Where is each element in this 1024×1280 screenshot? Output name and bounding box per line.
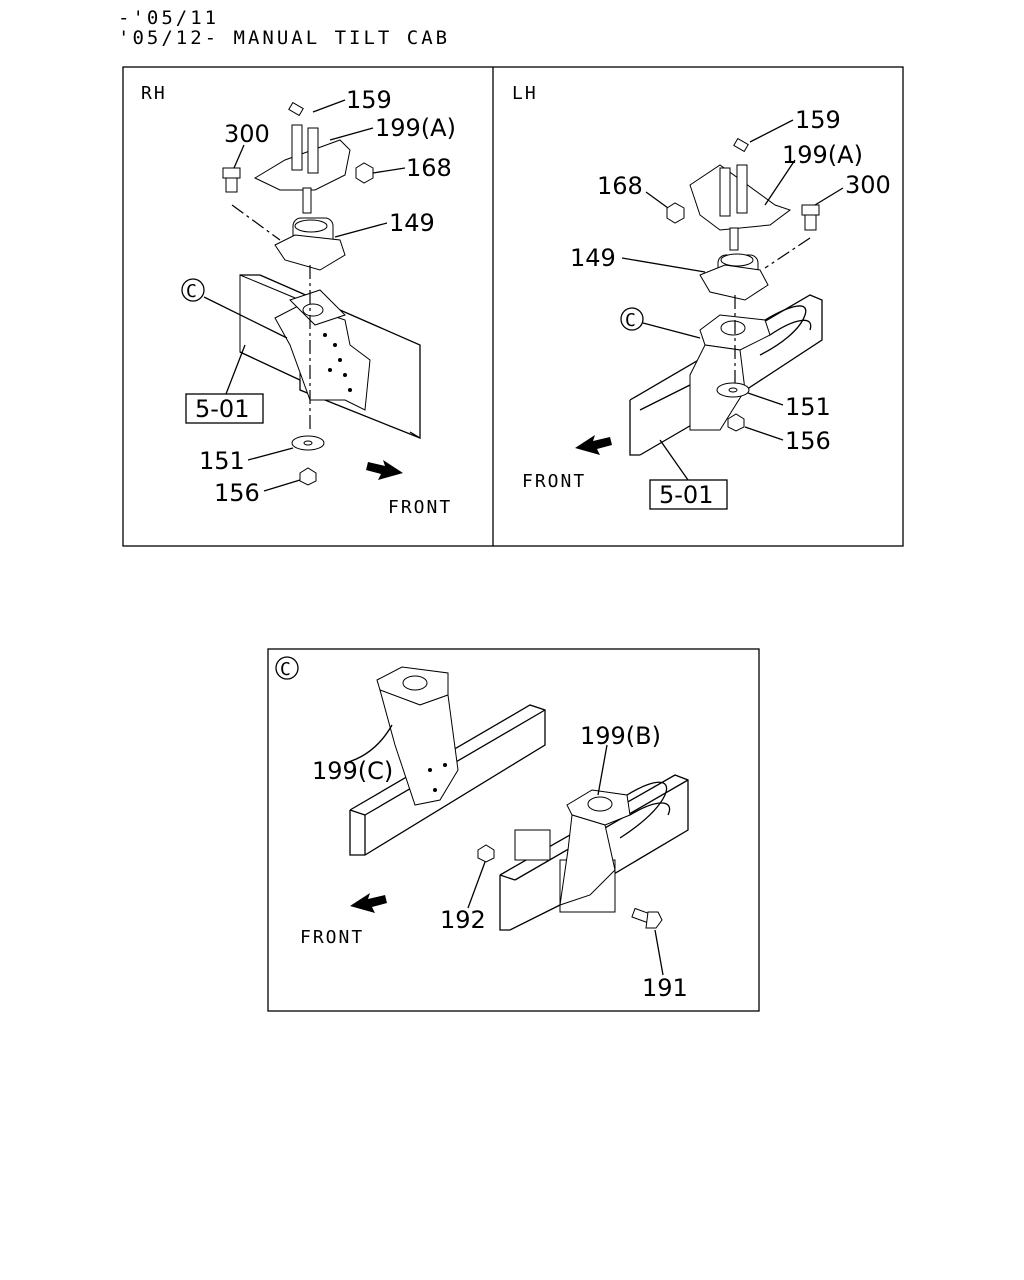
- detail-callout-199c: 199(C): [312, 757, 393, 785]
- rh-callout-168: 168: [406, 154, 452, 182]
- lh-callout-199a: 199(A): [782, 141, 863, 169]
- lh-side-label: LH: [512, 83, 538, 104]
- detail-callout-199b: 199(B): [580, 722, 661, 750]
- rh-callout-156: 156: [214, 479, 260, 507]
- revision-line: -'05/11: [118, 7, 220, 29]
- detail-c-letter: C: [280, 659, 293, 680]
- lh-detail-c-marker: [620, 307, 644, 331]
- lh-callout-300: 300: [845, 171, 891, 199]
- rh-callout-149: 149: [389, 209, 435, 237]
- rh-callout-300: 300: [224, 120, 270, 148]
- rh-ref-box: [185, 393, 264, 424]
- detail-front-arrow-icon: [350, 893, 387, 913]
- rh-detail-c-marker: [181, 278, 205, 302]
- lh-callout-149: 149: [570, 244, 616, 272]
- rh-front-arrow-icon: [366, 460, 403, 480]
- detail-frame: [267, 648, 760, 1012]
- rh-front-label: FRONT: [388, 497, 452, 518]
- detail-c-panel: C: [275, 656, 689, 1002]
- lh-callout-156: 156: [785, 427, 831, 455]
- lh-mount-assembly: [666, 137, 820, 432]
- lh-detail-c-letter: C: [625, 310, 638, 331]
- lh-front-arrow-icon: [575, 435, 612, 455]
- rh-callout-199a: 199(A): [375, 114, 456, 142]
- detail-callout-192: 192: [440, 906, 486, 934]
- lh-callout-168: 168: [597, 172, 643, 200]
- rh-detail-c-letter: C: [186, 281, 199, 302]
- lh-callout-151: 151: [785, 393, 831, 421]
- detail-c-marker: [275, 656, 299, 680]
- detail-bracket-b: [559, 781, 671, 906]
- lh-ref-box: [649, 479, 728, 510]
- rh-mount-assembly: [222, 101, 374, 486]
- lh-ref-label: 5-01: [659, 481, 713, 509]
- detail-front-label: FRONT: [300, 927, 364, 948]
- detail-callout-191: 191: [642, 974, 688, 1002]
- detail-bracket-c: [376, 666, 459, 806]
- rh-bracket: [274, 289, 371, 411]
- lh-panel: LH: [512, 83, 891, 510]
- lh-callout-159: 159: [795, 106, 841, 134]
- detail-nut-192: [477, 844, 495, 863]
- rh-callout-159: 159: [346, 86, 392, 114]
- detail-bolt-191: [631, 907, 663, 929]
- rh-panel: RH: [141, 83, 456, 518]
- rh-ref-label: 5-01: [195, 395, 249, 423]
- top-frame: [122, 66, 904, 547]
- model-title: '05/12- MANUAL TILT CAB: [118, 27, 451, 49]
- lh-front-label: FRONT: [522, 471, 586, 492]
- rh-side-label: RH: [141, 83, 167, 104]
- rh-callout-151: 151: [199, 447, 245, 475]
